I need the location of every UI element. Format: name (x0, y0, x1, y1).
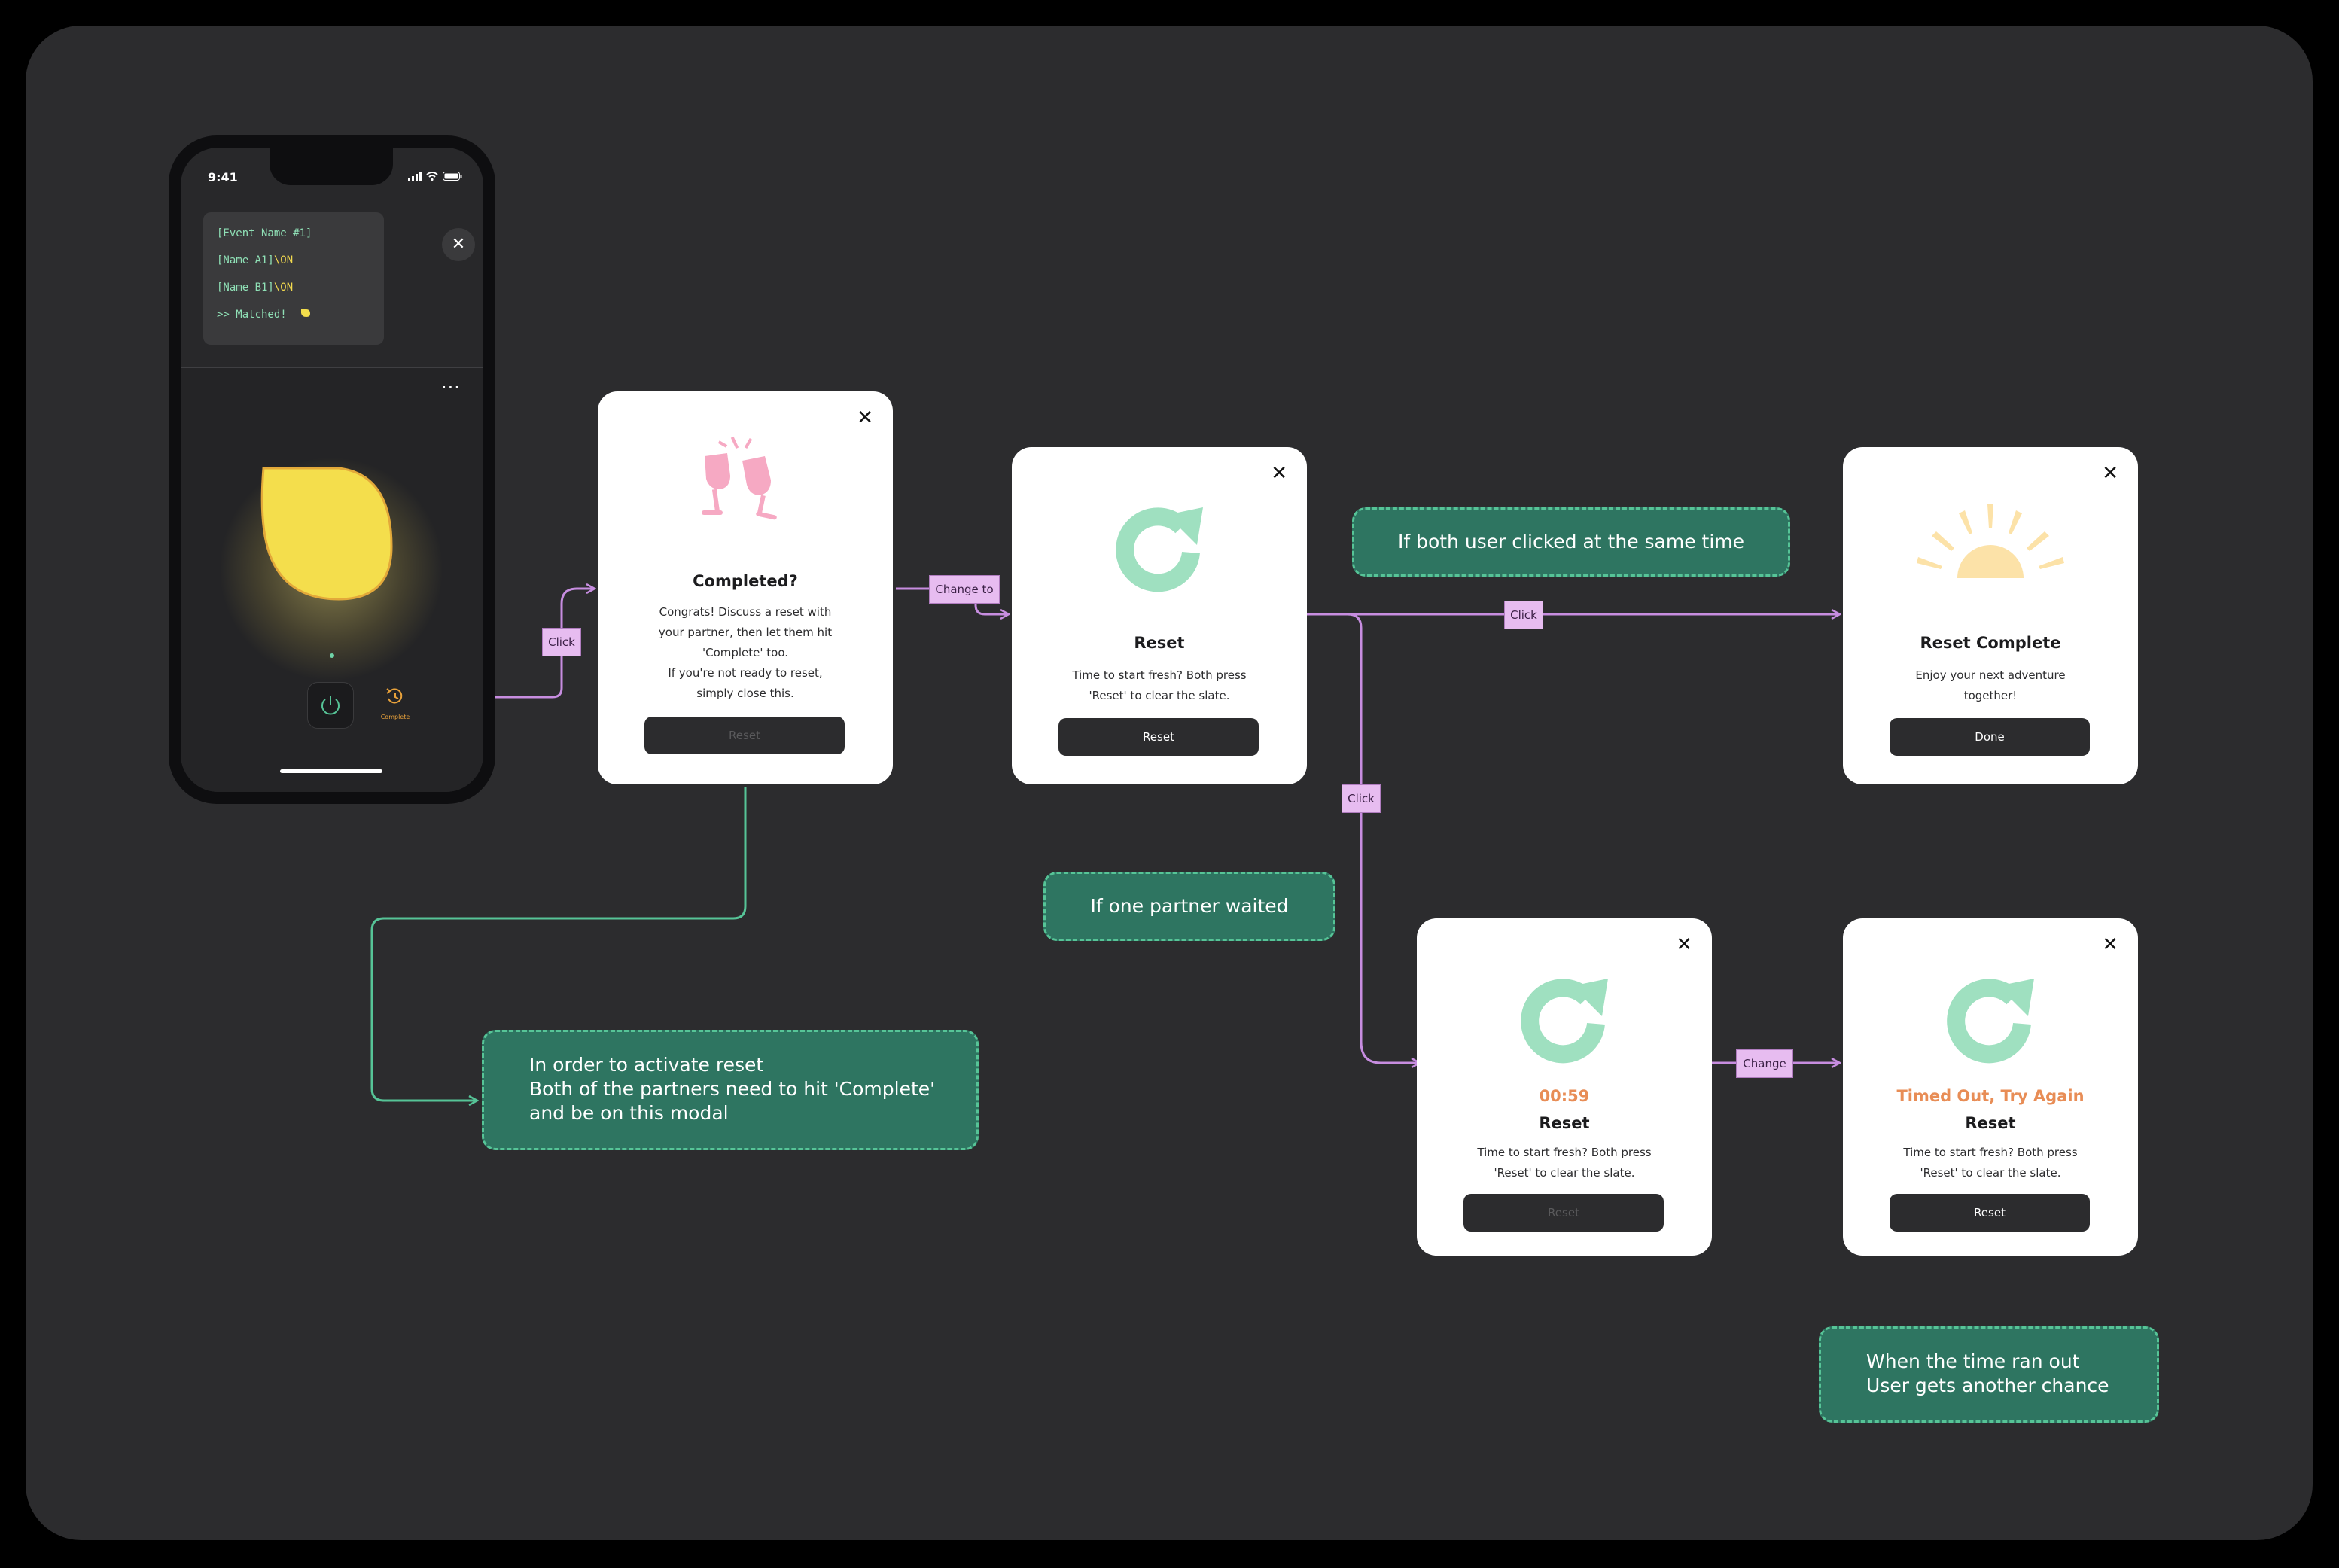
complete-label: Complete (380, 714, 410, 720)
reset-button-disabled[interactable]: Reset (644, 717, 845, 754)
body-line: simply close this. (696, 687, 794, 700)
note-time-ran-out: When the time ran out User gets another … (1819, 1326, 2159, 1423)
more-options-button[interactable]: ... (441, 372, 461, 393)
tag-click: Click (542, 628, 581, 656)
connector-completed-to-note (370, 787, 747, 1101)
body-line: 'Reset' to clear the slate. (1920, 1166, 2061, 1180)
power-icon (321, 696, 340, 715)
lemon-icon (260, 467, 393, 601)
phone-mockup: 9:41 [Event Name #1] (169, 135, 495, 804)
refresh-icon (1116, 507, 1203, 592)
partner-a-name: [Name A1] (217, 254, 274, 266)
partner-b-line: [Name B1]\ON (217, 274, 384, 301)
modal-reset-complete: ✕ Reset Complete Enjoy your next adventu… (1843, 447, 2138, 784)
page-indicator-dot (330, 653, 334, 658)
partner-b-state: \ON (273, 282, 294, 294)
body-line: 'Complete' too. (702, 646, 789, 659)
modal-title: Reset (1539, 1114, 1590, 1132)
body-line: Time to start fresh? Both press (1903, 1146, 2078, 1159)
note-activate-reset: In order to activate reset Both of the p… (482, 1030, 979, 1150)
undo-clock-icon (386, 688, 403, 704)
note-both-same-time: If both user clicked at the same time (1352, 507, 1790, 577)
note-line: User gets another chance (1866, 1375, 2109, 1396)
body-line: your partner, then let them hit (658, 626, 833, 639)
phone-divider (181, 367, 483, 368)
close-button[interactable]: ✕ (1676, 933, 1692, 956)
complete-button[interactable]: Complete (376, 684, 414, 726)
body-line: If you're not ready to reset, (668, 666, 823, 680)
modal-body: Enjoy your next adventure together! (1843, 665, 2138, 706)
close-button[interactable]: ✕ (1271, 462, 1287, 485)
event-name-line: [Event Name #1] (217, 227, 312, 239)
reset-button-disabled[interactable]: Reset (1463, 1194, 1664, 1232)
refresh-icon (1947, 979, 2034, 1064)
matched-text: >> Matched! (217, 309, 287, 321)
connector-reset-to-waiting (1307, 613, 1420, 1063)
tag-change: Change (1736, 1049, 1793, 1078)
modal-title: Completed? (693, 572, 798, 590)
phone-notch (270, 148, 393, 185)
modal-reset: ✕ Reset Time to start fresh? Both press … (1012, 447, 1307, 784)
tag-click: Click (1504, 601, 1543, 629)
reset-button[interactable]: Reset (1890, 1194, 2090, 1232)
modal-body: Time to start fresh? Both press 'Reset' … (1843, 1143, 2138, 1183)
tag-click: Click (1342, 784, 1381, 813)
timed-out-message: Timed Out, Try Again (1896, 1087, 2085, 1105)
signal-icon (408, 172, 422, 181)
status-time: 9:41 (208, 170, 238, 184)
note-line: Both of the partners need to hit 'Comple… (529, 1078, 936, 1100)
refresh-icon (1521, 979, 1608, 1064)
diagram-canvas: 9:41 [Event Name #1] (26, 26, 2313, 1540)
event-terminal-card: [Event Name #1] [Name A1]\ON [Name B1]\O… (203, 212, 384, 345)
mini-lemon-icon (301, 309, 311, 317)
done-button[interactable]: Done (1890, 718, 2090, 756)
note-one-waited: If one partner waited (1043, 872, 1335, 941)
tag-change-to: Change to (929, 575, 1000, 604)
note-line: When the time ran out (1866, 1350, 2080, 1372)
modal-timed-out: ✕ Timed Out, Try Again Reset Time to sta… (1843, 918, 2138, 1256)
close-button[interactable]: ✕ (2102, 462, 2118, 485)
partner-b-name: [Name B1] (217, 282, 274, 294)
countdown-timer: 00:59 (1539, 1087, 1590, 1105)
modal-reset-waiting: ✕ 00:59 Reset Time to start fresh? Both … (1417, 918, 1712, 1256)
partner-a-state: \ON (273, 254, 294, 266)
body-line: 'Reset' to clear the slate. (1494, 1166, 1635, 1180)
body-line: Time to start fresh? Both press (1477, 1146, 1652, 1159)
wifi-icon (426, 172, 438, 181)
phone-close-button[interactable]: ✕ (442, 228, 475, 261)
close-button[interactable]: ✕ (2102, 933, 2118, 956)
status-icons (408, 172, 462, 181)
modal-title: Reset (1965, 1114, 2016, 1132)
matched-line: >> Matched! (217, 301, 384, 328)
sunrise-icon (1917, 504, 2064, 578)
body-line: Enjoy your next adventure (1915, 668, 2066, 682)
battery-icon (443, 172, 462, 181)
note-line: In order to activate reset (529, 1054, 764, 1076)
body-line: 'Reset' to clear the slate. (1089, 689, 1230, 702)
note-line: and be on this modal (529, 1102, 729, 1124)
reset-button[interactable]: Reset (1058, 718, 1259, 756)
modal-body: Congrats! Discuss a reset with your part… (598, 602, 893, 704)
modal-title: Reset Complete (1920, 634, 2061, 652)
modal-completed: ✕ Completed? Congrats! Discuss a reset w… (598, 391, 893, 784)
body-line: Congrats! Discuss a reset with (659, 605, 832, 619)
power-button[interactable] (307, 682, 354, 729)
close-button[interactable]: ✕ (857, 406, 873, 429)
modal-body: Time to start fresh? Both press 'Reset' … (1417, 1143, 1712, 1183)
partner-a-line: [Name A1]\ON (217, 247, 384, 274)
body-line: together! (1963, 689, 2018, 702)
modal-title: Reset (1134, 634, 1185, 652)
phone-screen: 9:41 [Event Name #1] (181, 148, 483, 792)
toast-glasses-icon (702, 436, 777, 520)
modal-body: Time to start fresh? Both press 'Reset' … (1012, 665, 1307, 706)
home-indicator (280, 769, 382, 773)
body-line: Time to start fresh? Both press (1072, 668, 1247, 682)
